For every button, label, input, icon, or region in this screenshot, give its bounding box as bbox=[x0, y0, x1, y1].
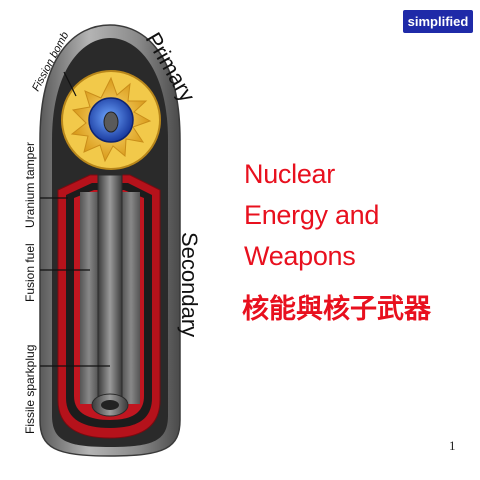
simplified-badge[interactable]: simplified bbox=[403, 10, 473, 33]
title-chinese: 核能與核子武器 bbox=[242, 294, 431, 325]
fusion-fuel-left bbox=[80, 192, 98, 404]
sparkplug-rod bbox=[97, 174, 123, 406]
fusion-fuel-right bbox=[122, 192, 140, 404]
leader-fission-bomb bbox=[63, 71, 77, 97]
fissile-sparkplug-label: Fissile sparkplug bbox=[23, 345, 37, 434]
uranium-tamper-label: Uranium tamper bbox=[23, 142, 37, 228]
title-line-1: Nuclear bbox=[244, 159, 335, 189]
title-line-3: Weapons bbox=[244, 241, 356, 271]
primary-core bbox=[103, 111, 119, 133]
title-line-2: Energy and bbox=[244, 200, 380, 230]
page-number: 1 bbox=[449, 438, 456, 453]
secondary-label: Secondary bbox=[177, 232, 202, 337]
sparkplug-end bbox=[101, 400, 119, 410]
fusion-fuel-label: Fusion fuel bbox=[23, 243, 37, 302]
